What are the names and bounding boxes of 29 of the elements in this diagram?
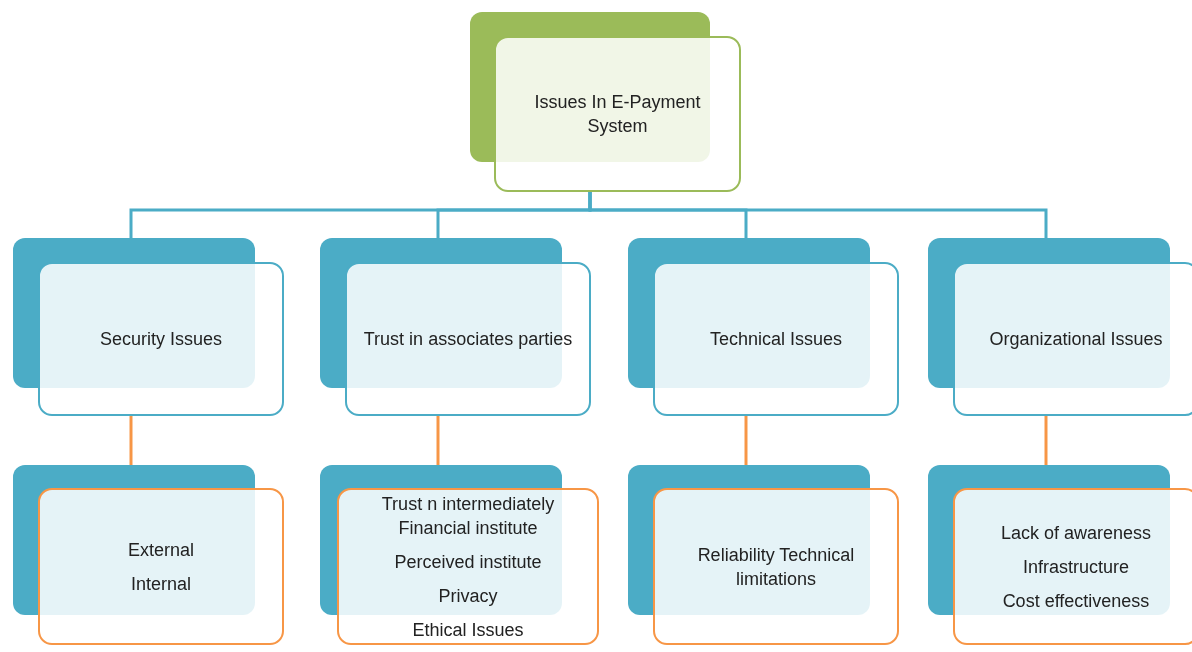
card-text: Ethical Issues	[412, 618, 524, 642]
card-text: Cost effectiveness	[1002, 589, 1150, 613]
card-text: Internal	[130, 572, 191, 596]
card-text: Reliability Technical limitations	[696, 543, 856, 591]
card-stack	[320, 238, 591, 416]
connector-line	[1044, 416, 1048, 465]
card-text: Trust in associates parties	[363, 328, 573, 351]
card-stack	[928, 238, 1192, 416]
card-stack	[13, 465, 284, 645]
card-stack	[628, 238, 899, 416]
card-stack	[470, 12, 741, 192]
card-text: Technical Issues	[709, 328, 843, 351]
card-text: Organizational Issues	[989, 328, 1163, 351]
card-text: Lack of awareness	[1000, 521, 1152, 545]
connector-line	[588, 192, 1048, 238]
card-text: Perceived institute	[394, 550, 542, 574]
card-text: Issues In E-Payment System	[533, 91, 702, 138]
card-text: Privacy	[438, 584, 498, 608]
card-text: Trust n intermediately Financial institute	[380, 492, 556, 540]
connector-line	[436, 416, 440, 465]
card-text: External	[127, 538, 194, 562]
card-stack	[628, 465, 899, 645]
connector-line	[129, 416, 133, 465]
card-stack	[928, 465, 1192, 645]
card-stack	[320, 465, 599, 645]
card-text: Security Issues	[99, 328, 222, 351]
connector-line	[744, 416, 748, 465]
card-text: Infrastructure	[1022, 555, 1129, 579]
card-stack	[13, 238, 284, 416]
